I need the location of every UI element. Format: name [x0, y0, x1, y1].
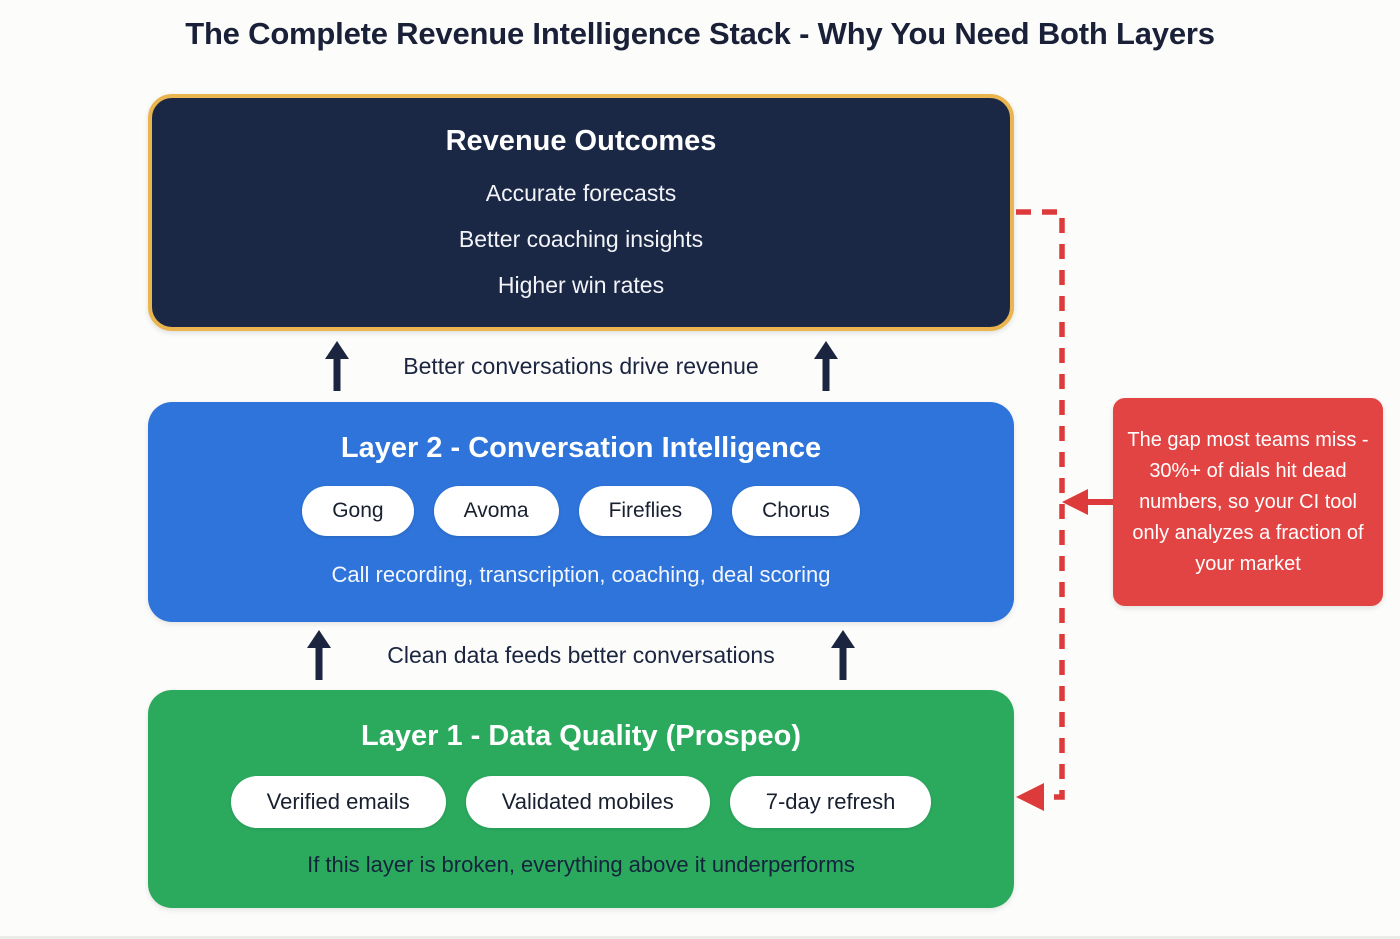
connector-top: Better conversations drive revenue: [148, 341, 1014, 391]
vendor-pill: Avoma: [433, 486, 559, 536]
up-arrow-icon: [814, 341, 838, 391]
feature-pill: Verified emails: [230, 776, 446, 828]
vendor-pill: Fireflies: [578, 486, 713, 536]
revenue-outcomes-list: Accurate forecasts Better coaching insig…: [459, 170, 703, 308]
gap-callout-box: The gap most teams miss - 30%+ of dials …: [1113, 398, 1383, 606]
feature-pill: Validated mobiles: [465, 776, 710, 828]
up-arrow-icon: [307, 630, 331, 680]
layer2-caption: Call recording, transcription, coaching,…: [331, 562, 831, 587]
revenue-outcomes-title: Revenue Outcomes: [445, 125, 717, 157]
outcome-item: Accurate forecasts: [485, 180, 677, 206]
layer1-pill-row: Verified emails Validated mobiles 7-day …: [230, 776, 932, 828]
connector-bottom: Clean data feeds better conversations: [148, 630, 1014, 680]
connector-bottom-label: Clean data feeds better conversations: [387, 641, 775, 668]
arrowhead-to-layer1: [1016, 783, 1044, 811]
connector-top-label: Better conversations drive revenue: [403, 352, 759, 379]
layer2-box: Layer 2 - Conversation Intelligence Gong…: [148, 402, 1014, 622]
vendor-pill: Chorus: [732, 486, 860, 536]
outcome-item: Better coaching insights: [458, 226, 704, 252]
gap-callout-text: The gap most teams miss - 30%+ of dials …: [1127, 428, 1369, 575]
up-arrow-icon: [831, 630, 855, 680]
layer1-box: Layer 1 - Data Quality (Prospeo) Verifie…: [148, 690, 1014, 908]
bottom-edge-divider: [0, 936, 1400, 939]
layer2-title: Layer 2 - Conversation Intelligence: [340, 432, 822, 464]
revenue-outcomes-box: Revenue Outcomes Accurate forecasts Bett…: [148, 94, 1014, 331]
outcome-item: Higher win rates: [497, 272, 665, 298]
layer1-title: Layer 1 - Data Quality (Prospeo): [361, 720, 801, 752]
page-title: The Complete Revenue Intelligence Stack …: [185, 16, 1215, 51]
up-arrow-icon: [325, 341, 349, 391]
layer2-pill-row: Gong Avoma Fireflies Chorus: [302, 486, 860, 536]
vendor-pill: Gong: [302, 486, 414, 536]
layer1-caption: If this layer is broken, everything abov…: [307, 852, 855, 877]
feature-pill: 7-day refresh: [729, 776, 932, 828]
arrowhead-to-dashed-line: [1062, 489, 1088, 515]
